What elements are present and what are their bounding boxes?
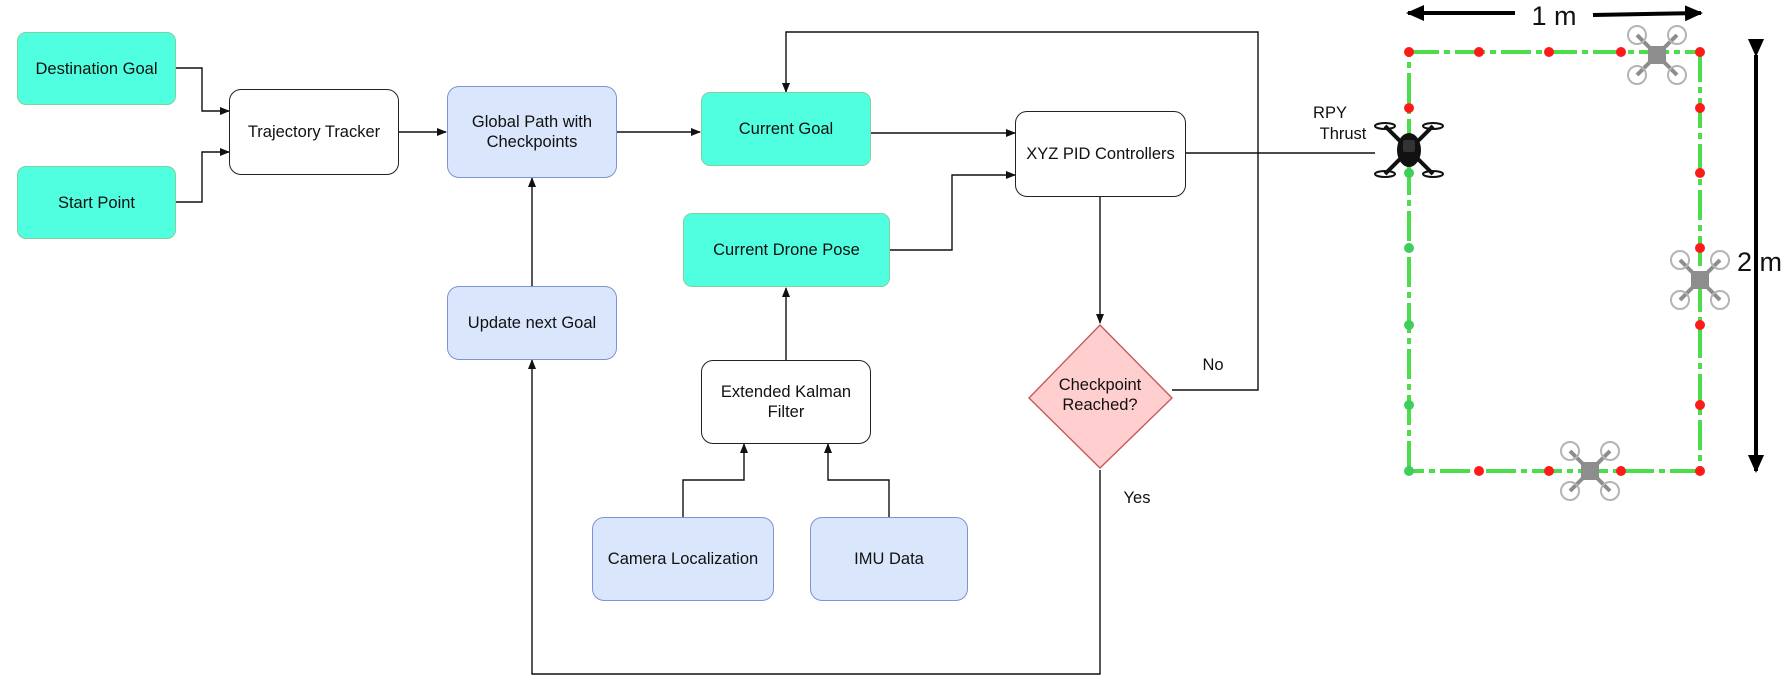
edge-decision-yes-to-updategoal — [528, 359, 1101, 675]
checkpoint-pending — [1404, 47, 1414, 57]
checkpoint-pending — [1695, 466, 1705, 476]
edge-camera-to-ekf — [682, 443, 748, 517]
checkpoint-pending — [1616, 47, 1626, 57]
checkpoint-pending — [1544, 47, 1554, 57]
node-destination-goal: Destination Goal — [17, 32, 176, 105]
node-current-drone-pose: Current Drone Pose — [683, 213, 890, 287]
node-trajectory-tracker: Trajectory Tracker — [229, 89, 399, 175]
track-width-label: 1 m — [1531, 1, 1577, 31]
output-label-rpy: RPY — [1313, 104, 1347, 122]
checkpoint-pending — [1695, 168, 1705, 178]
checkpoint-pending — [1474, 47, 1484, 57]
node-extended-kalman-filter: Extended Kalman Filter — [701, 360, 871, 444]
checkpoint-done — [1404, 243, 1414, 253]
node-update-next-goal: Update next Goal — [447, 286, 617, 360]
active-drone-icon — [1374, 122, 1444, 178]
edge-destination-to-tracker — [176, 67, 230, 115]
ghost-drone-icon — [1626, 24, 1688, 86]
connectors — [176, 31, 1375, 675]
checkpoint-pending — [1695, 103, 1705, 113]
edge-label-yes: Yes — [1123, 489, 1151, 507]
output-label-thrust: Thrust — [1319, 125, 1367, 143]
node-xyz-pid-controllers: XYZ PID Controllers — [1015, 111, 1186, 197]
checkpoint-pending — [1695, 320, 1705, 330]
checkpoint-done — [1404, 400, 1414, 410]
edge-pose-to-pid — [890, 171, 1016, 251]
edge-decision-no-to-currentgoal — [782, 31, 1259, 391]
checkpoint-pending — [1544, 466, 1554, 476]
node-start-point: Start Point — [17, 166, 176, 239]
node-global-path: Global Path with Checkpoints — [447, 86, 617, 178]
edge-label-no: No — [1202, 356, 1224, 374]
node-imu-data: IMU Data — [810, 517, 968, 601]
edge-imu-to-ekf — [824, 443, 890, 517]
node-camera-localization: Camera Localization — [592, 517, 774, 601]
checkpoint-pending — [1474, 466, 1484, 476]
checkpoint-done — [1404, 168, 1414, 178]
checkpoint-pending — [1616, 466, 1626, 476]
checkpoint-pending — [1695, 400, 1705, 410]
checkpoint-pending — [1404, 103, 1414, 113]
checkpoints — [1404, 47, 1705, 476]
checkpoint-pending — [1695, 243, 1705, 253]
track-height-label: 2 m — [1736, 247, 1782, 277]
checkpoint-pending — [1695, 47, 1705, 57]
checkpoint-done — [1404, 466, 1414, 476]
width-dimension-arrow-right — [1592, 5, 1703, 22]
decision-label: Checkpoint Reached? — [1058, 376, 1142, 414]
checkpoint-done — [1404, 320, 1414, 330]
edge-start-to-tracker — [176, 148, 230, 203]
track-rectangle — [1407, 50, 1702, 473]
node-current-goal: Current Goal — [701, 92, 871, 166]
decision-checkpoint-reached — [1028, 323, 1173, 469]
